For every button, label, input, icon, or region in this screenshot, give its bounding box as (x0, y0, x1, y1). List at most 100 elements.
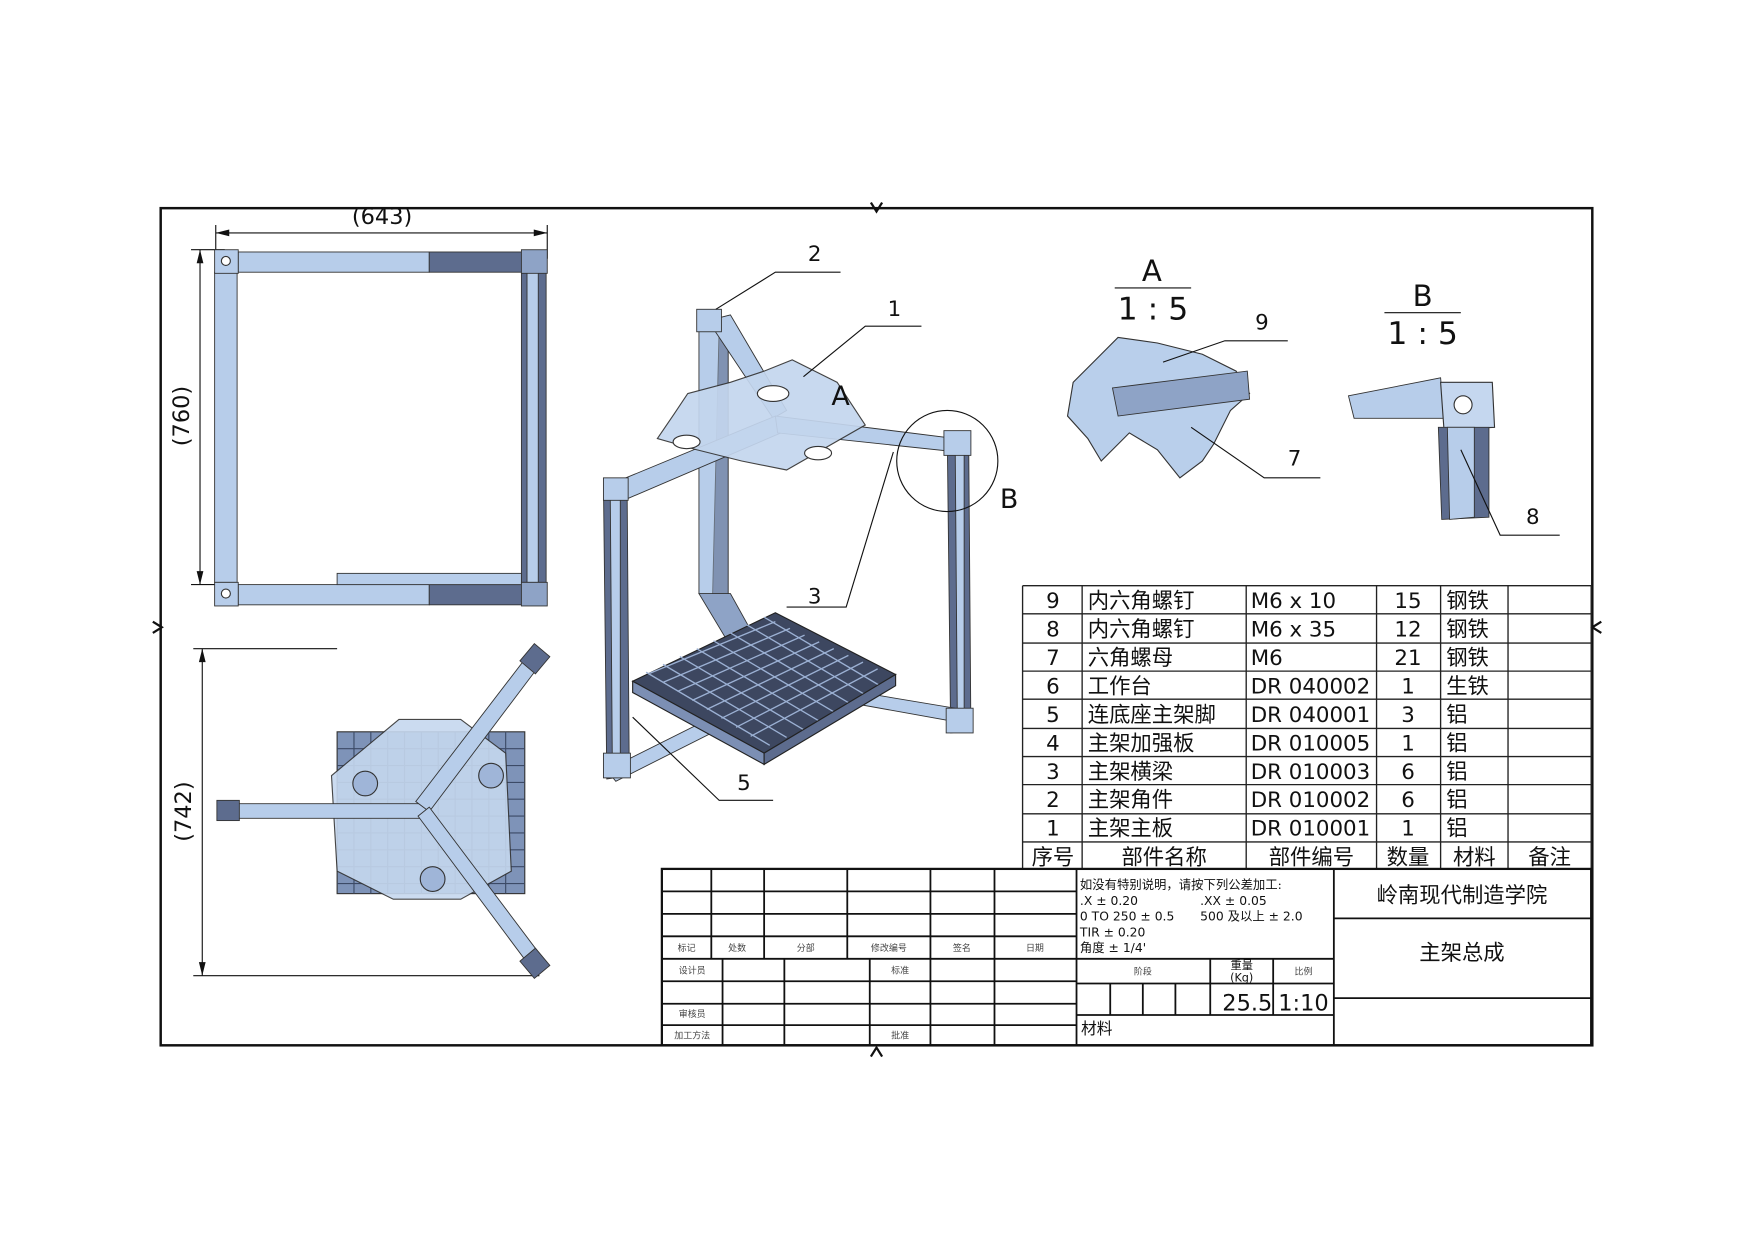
bom-cell-material: 铝 (1446, 817, 1467, 842)
bom-cell-no: 2 (1046, 788, 1060, 813)
bom-cell-code: DR 010003 (1251, 760, 1371, 785)
svg-text:0 TO 250 ± 0.5: 0 TO 250 ± 0.5 (1080, 910, 1174, 924)
bom-cell-name: 内六角螺钉 (1088, 589, 1195, 614)
header-code: 部件编号 (1269, 845, 1354, 870)
balloon-2: 2 (808, 242, 822, 267)
dimension-width: (643) (352, 204, 412, 230)
balloon-5: 5 (737, 771, 751, 796)
standard-label: 标准 (891, 964, 909, 976)
header-qty: 数量 (1387, 845, 1430, 870)
rev-label-change: 修改编号 (871, 942, 907, 954)
bom-cell-no: 4 (1046, 731, 1060, 756)
designer-label: 设计员 (679, 964, 706, 976)
bom-cell-name: 连底座主架脚 (1088, 703, 1216, 728)
bom-cell-code: M6 (1251, 646, 1283, 671)
detail-a-letter: A (1142, 254, 1162, 288)
reviewer-label: 审核员 (679, 1008, 706, 1020)
bom-cell-material: 铝 (1446, 731, 1467, 756)
tolerance-notes: 如没有特别说明，请按下列公差加工: .X ± 0.20 .XX ± 0.05 0… (1079, 877, 1303, 955)
bom-cell-material: 钢铁 (1446, 646, 1489, 671)
bom-cell-no: 9 (1046, 589, 1060, 614)
balloon-9: 9 (1255, 311, 1269, 336)
scale-label: 比例 (1295, 966, 1313, 978)
centering-marks (152, 201, 1602, 1058)
bom-cell-code: M6 x 10 (1251, 589, 1336, 614)
bom-cell-qty: 15 (1394, 589, 1421, 614)
svg-text:500 及以上 ± 2.0: 500 及以上 ± 2.0 (1200, 910, 1303, 924)
detail-a-scale: 1 : 5 (1118, 291, 1189, 327)
detail-b-letter: B (1413, 279, 1433, 313)
detail-b-scale: 1 : 5 (1387, 316, 1458, 352)
bom-cell-name: 主架角件 (1088, 788, 1173, 813)
header-name: 部件名称 (1121, 845, 1206, 870)
balloon-7: 7 (1288, 446, 1302, 471)
balloon-3: 3 (808, 585, 822, 610)
svg-text:TIR ± 0.20: TIR ± 0.20 (1079, 925, 1146, 939)
bom-cell-code: M6 x 35 (1251, 618, 1336, 643)
dimension-height-top: (760) (169, 386, 195, 446)
drawing-title: 主架总成 (1419, 941, 1504, 966)
scale-value: 1:10 (1278, 990, 1328, 1016)
rev-label-count: 处数 (728, 942, 746, 954)
bom-row: 5 连底座主架脚 DR 040001 3 铝 (1046, 703, 1467, 728)
bom-cell-qty: 1 (1401, 674, 1415, 699)
school-name: 岭南现代制造学院 (1377, 884, 1548, 909)
bom-cell-material: 钢铁 (1446, 618, 1489, 643)
bom-cell-qty: 12 (1394, 618, 1421, 643)
svg-text:如没有特别说明，请按下列公差加工:: 如没有特别说明，请按下列公差加工: (1080, 877, 1282, 892)
bottom-view: (742) (171, 643, 551, 980)
top-view: (643) (760) (169, 204, 548, 607)
rev-label-date: 日期 (1026, 943, 1044, 954)
bom-cell-code: DR 010001 (1251, 817, 1371, 842)
header-material: 材料 (1453, 845, 1496, 870)
bom-row: 7 六角螺母 M6 21 钢铁 (1046, 646, 1489, 671)
bom-cell-qty: 21 (1394, 646, 1421, 671)
title-block: 标记 处数 分部 修改编号 签名 日期 设计员 标准 审核员 加工方法 批准 如… (660, 867, 1593, 1047)
header-note: 备注 (1528, 845, 1571, 870)
bom-row: 2 主架角件 DR 010002 6 铝 (1046, 788, 1467, 813)
bom-cell-code: DR 040001 (1251, 703, 1371, 728)
bom-cell-name: 主架横梁 (1088, 760, 1173, 785)
detail-view-b: B 1 : 5 8 (1347, 279, 1560, 536)
bom-cell-material: 铝 (1446, 788, 1467, 813)
bom-cell-material: 生铁 (1446, 674, 1489, 699)
weight-unit: (Kg) (1230, 971, 1253, 984)
balloon-8: 8 (1526, 505, 1540, 530)
approve-label: 批准 (891, 1030, 909, 1042)
bom-cell-qty: 6 (1401, 788, 1415, 813)
drawing-border (159, 206, 1594, 1047)
detail-mark-a: A (831, 381, 850, 412)
bom-cell-qty: 1 (1401, 731, 1415, 756)
bom-row: 3 主架横梁 DR 010003 6 铝 (1046, 760, 1467, 785)
rev-label-mark: 标记 (678, 942, 696, 954)
stage-label: 阶段 (1134, 966, 1152, 978)
bom-cell-no: 7 (1046, 646, 1060, 671)
bom-cell-qty: 6 (1401, 760, 1415, 785)
balloon-1: 1 (888, 297, 902, 322)
svg-text:.XX ± 0.05: .XX ± 0.05 (1200, 894, 1267, 908)
bom-cell-name: 六角螺母 (1088, 646, 1173, 671)
bom-cell-no: 5 (1046, 703, 1060, 728)
bom-header: 序号 部件名称 部件编号 数量 材料 备注 (1032, 845, 1571, 870)
bom-cell-material: 铝 (1446, 703, 1467, 728)
bom-cell-code: DR 010002 (1251, 788, 1371, 813)
material-label: 材料 (1081, 1019, 1113, 1038)
bom-cell-material: 铝 (1446, 760, 1467, 785)
bom-cell-name: 工作台 (1088, 674, 1152, 699)
bom-cell-name: 主架加强板 (1088, 731, 1195, 756)
bom-cell-code: DR 040002 (1251, 674, 1371, 699)
bom-cell-qty: 3 (1401, 703, 1415, 728)
header-no: 序号 (1032, 845, 1075, 870)
process-label: 加工方法 (674, 1030, 710, 1042)
bom-cell-name: 主架主板 (1088, 817, 1173, 842)
bom-cell-no: 3 (1046, 760, 1060, 785)
bom-cell-name: 内六角螺钉 (1088, 618, 1195, 643)
detail-mark-b: B (1000, 484, 1019, 515)
bom-cell-code: DR 010005 (1251, 731, 1371, 756)
bom-row: 4 主架加强板 DR 010005 1 铝 (1046, 731, 1467, 756)
